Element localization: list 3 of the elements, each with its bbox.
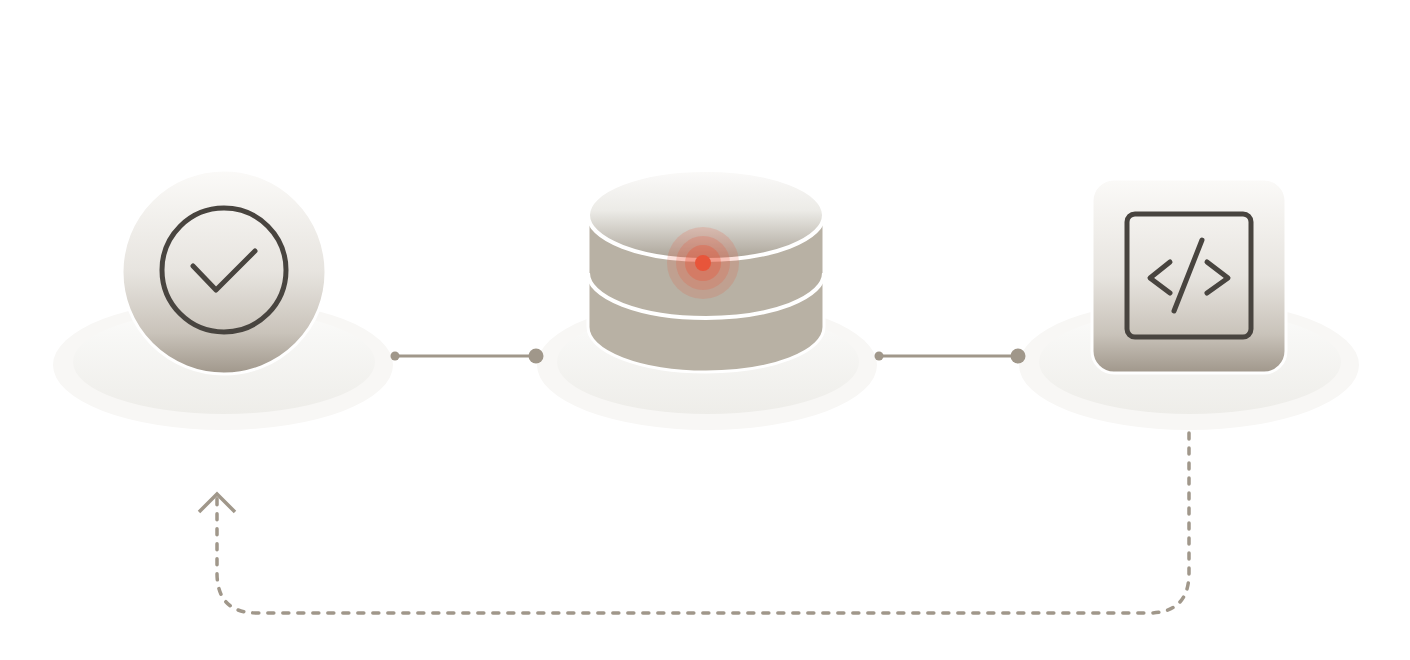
dot-connector [874, 348, 1026, 364]
dot-connector [390, 348, 544, 364]
dashed-arrow [197, 431, 1191, 615]
